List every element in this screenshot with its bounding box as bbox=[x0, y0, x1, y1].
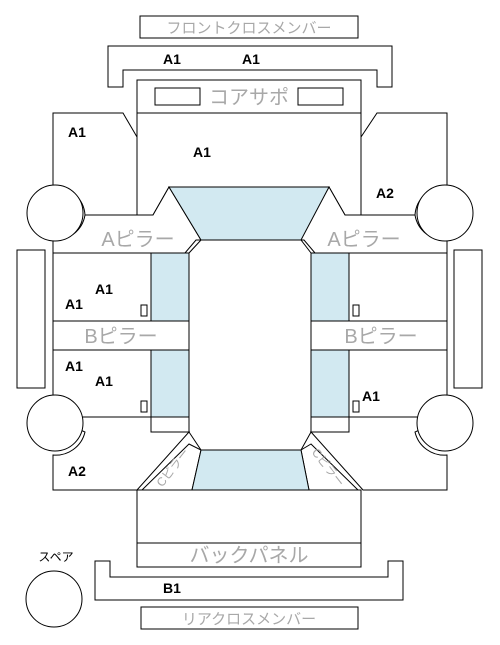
code-front-cross-right: A1 bbox=[242, 51, 260, 67]
right-b-pillar-label: Bピラー bbox=[344, 326, 417, 348]
trunk-lid[interactable] bbox=[136, 489, 362, 544]
code-left-rear-door-a: A1 bbox=[65, 358, 83, 374]
right-b-pillar[interactable] bbox=[310, 320, 448, 351]
left-rear-window[interactable] bbox=[150, 349, 190, 418]
front-cross-member-label: フロントクロスメンバー bbox=[166, 20, 331, 37]
right-front-door-handle bbox=[352, 304, 360, 317]
core-support-label: コアサポ bbox=[209, 86, 289, 109]
right-front-window[interactable] bbox=[310, 252, 350, 322]
left-side-sill[interactable] bbox=[16, 249, 46, 389]
code-hood: A1 bbox=[193, 144, 211, 160]
left-front-window[interactable] bbox=[150, 252, 190, 322]
rear-cross-member-box[interactable] bbox=[140, 606, 359, 630]
right-front-door[interactable] bbox=[348, 252, 448, 322]
left-quarter-panel[interactable] bbox=[52, 416, 191, 491]
right-rear-tire[interactable] bbox=[416, 394, 474, 452]
code-front-cross-left: A1 bbox=[163, 51, 181, 67]
right-rear-window[interactable] bbox=[310, 349, 350, 418]
code-left-quarter: A2 bbox=[68, 463, 86, 479]
spare-label: スペア bbox=[38, 550, 73, 564]
right-quarter-panel[interactable] bbox=[309, 416, 448, 491]
code-right-rear-door: A1 bbox=[362, 388, 380, 404]
left-a-pillar-label: Aピラー bbox=[101, 229, 174, 251]
front-cross-member-box[interactable] bbox=[139, 15, 359, 39]
code-left-front-door-a: A1 bbox=[95, 281, 113, 297]
code-left-front-door-b: A1 bbox=[65, 296, 83, 312]
back-panel-label: バックパネル bbox=[190, 544, 309, 567]
left-rear-door-handle bbox=[140, 400, 148, 413]
left-front-door-handle bbox=[140, 304, 148, 317]
rear-window[interactable] bbox=[191, 449, 310, 491]
right-a-pillar-label: Aピラー bbox=[327, 229, 400, 251]
right-front-tire[interactable] bbox=[416, 184, 474, 242]
roof[interactable] bbox=[188, 239, 312, 451]
code-rear-cross: B1 bbox=[163, 580, 181, 596]
code-right-front-fender: A2 bbox=[376, 185, 394, 201]
right-headlight[interactable] bbox=[297, 87, 344, 106]
rear-cross-member[interactable] bbox=[94, 560, 404, 601]
left-front-tire[interactable] bbox=[26, 184, 84, 242]
code-left-rear-door-b: A1 bbox=[95, 373, 113, 389]
left-headlight[interactable] bbox=[154, 87, 201, 106]
right-side-sill[interactable] bbox=[453, 249, 483, 389]
right-rear-door-handle bbox=[352, 400, 360, 413]
code-left-front-fender: A1 bbox=[68, 124, 86, 140]
left-rear-tire[interactable] bbox=[26, 394, 84, 452]
left-b-pillar-label: Bピラー bbox=[84, 326, 157, 348]
left-front-door[interactable] bbox=[52, 252, 152, 322]
rear-cross-member-label: リアクロスメンバー bbox=[182, 611, 316, 628]
back-panel[interactable] bbox=[136, 542, 362, 568]
spare-tire[interactable] bbox=[25, 570, 83, 628]
front-cross-member[interactable] bbox=[107, 45, 393, 88]
left-b-pillar[interactable] bbox=[52, 320, 190, 351]
